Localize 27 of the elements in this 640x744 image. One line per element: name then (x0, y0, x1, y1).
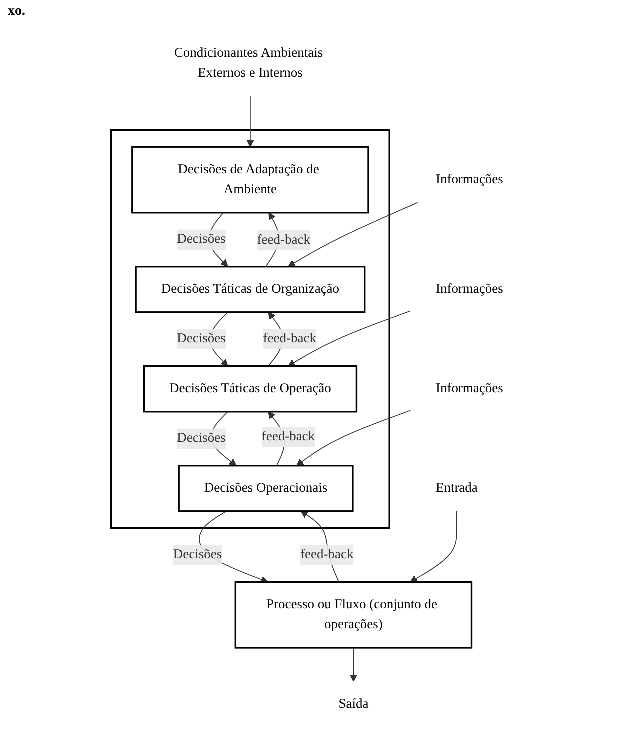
edge-label: Decisões (177, 431, 226, 446)
arrow (288, 310, 412, 367)
arrow (246, 96, 254, 148)
node-box: Decisões Táticas de Operação (143, 366, 358, 413)
node-box: Processo ou Fluxo (conjunto de operações) (234, 581, 473, 649)
node-text: Informações (436, 282, 504, 296)
edge-label: feed-back (262, 430, 316, 444)
node-box: Decisões de Adaptação de Ambiente (132, 146, 370, 214)
arrow (410, 510, 458, 583)
node-text: Informações (436, 382, 504, 396)
arrow (296, 410, 412, 466)
edge-label: feed-back (263, 332, 316, 346)
node-text: Saída (338, 696, 369, 712)
node-text: Condicionantes Ambientais Externos e Internos (174, 46, 324, 80)
node-text: Entrada (436, 481, 478, 496)
cluster (110, 129, 390, 530)
edge-label: Decisões (177, 332, 226, 346)
edge-label: Decisões (173, 548, 222, 562)
arrow (350, 648, 358, 682)
edge-label: feed-back (257, 232, 310, 248)
note-text: xo. (8, 4, 26, 19)
node-box: Decisões Táticas de Organização (135, 266, 366, 314)
edge-label: feed-back (300, 548, 354, 562)
node-box: Decisões Operacionais (178, 465, 354, 512)
node-text: Informações (436, 172, 504, 187)
arrow (288, 202, 418, 268)
edge-label: Decisões (177, 232, 226, 247)
